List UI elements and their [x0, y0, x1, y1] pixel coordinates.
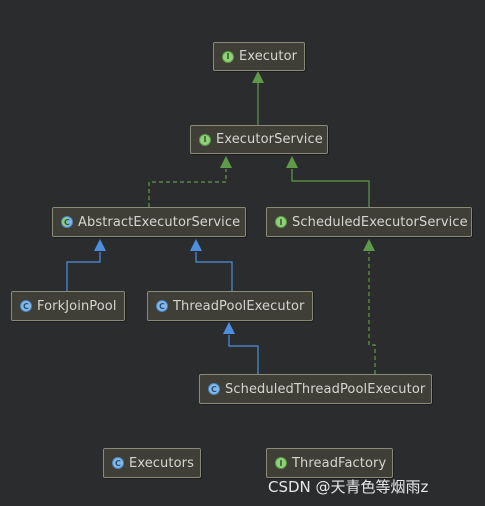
edge-scheduledthreadpoolexecutor-to-scheduledexecutorservice — [368, 252, 376, 374]
class-icon: C — [208, 383, 220, 395]
interface-icon: I — [275, 457, 287, 469]
node-thread-factory[interactable]: I ThreadFactory — [266, 448, 393, 478]
arrowhead-threadpoolexecutor — [223, 322, 235, 334]
node-label: Executors — [129, 455, 194, 471]
edge-forkjoinpool-to-abstractexecutorservice — [66, 252, 101, 291]
node-label: Executor — [239, 49, 298, 64]
edge-abstractexecutorservice-to-executorservice — [148, 169, 227, 207]
node-label: AbstractExecutorService — [78, 214, 241, 230]
node-fork-join-pool[interactable]: C ForkJoinPool — [11, 291, 125, 321]
class-icon: C — [112, 457, 124, 469]
interface-icon: I — [222, 50, 234, 63]
node-thread-pool-executor[interactable]: C ThreadPoolExecutor — [147, 291, 313, 321]
node-label: ForkJoinPool — [37, 298, 117, 314]
arrowhead-executorservice-left — [220, 156, 232, 168]
edge-scheduledexecutorservice-to-executorservice — [291, 169, 370, 207]
arrowhead-abstract-right — [190, 239, 202, 251]
watermark: CSDN @天青色等烟雨z — [268, 478, 429, 496]
class-icon: C — [156, 300, 168, 312]
class-icon: C — [20, 300, 32, 312]
abstract-class-icon: C — [61, 216, 73, 228]
node-executor-service[interactable]: I ExecutorService — [190, 125, 328, 154]
node-label: ScheduledExecutorService — [292, 214, 468, 230]
node-scheduled-thread-pool-executor[interactable]: C ScheduledThreadPoolExecutor — [199, 374, 432, 404]
interface-icon: I — [199, 133, 211, 146]
arrowhead-abstract-left — [94, 239, 106, 251]
node-executor[interactable]: I Executor — [213, 42, 305, 71]
node-abstract-executor-service[interactable]: C AbstractExecutorService — [52, 207, 246, 237]
edge-scheduledthreadpoolexecutor-to-threadpoolexecutor — [228, 335, 259, 374]
interface-icon: I — [275, 216, 287, 228]
node-label: ThreadPoolExecutor — [173, 298, 305, 314]
arrowhead-scheduledexecutorservice — [363, 239, 375, 251]
node-label: ExecutorService — [216, 132, 323, 147]
arrowhead-executorservice-right — [286, 156, 298, 168]
node-label: ScheduledThreadPoolExecutor — [225, 381, 426, 397]
node-label: ThreadFactory — [292, 455, 387, 471]
node-executors[interactable]: C Executors — [103, 448, 201, 478]
node-scheduled-executor-service[interactable]: I ScheduledExecutorService — [266, 207, 472, 237]
arrowhead-executor — [252, 71, 264, 83]
edge-threadpoolexecutor-to-abstractexecutorservice — [195, 252, 233, 291]
